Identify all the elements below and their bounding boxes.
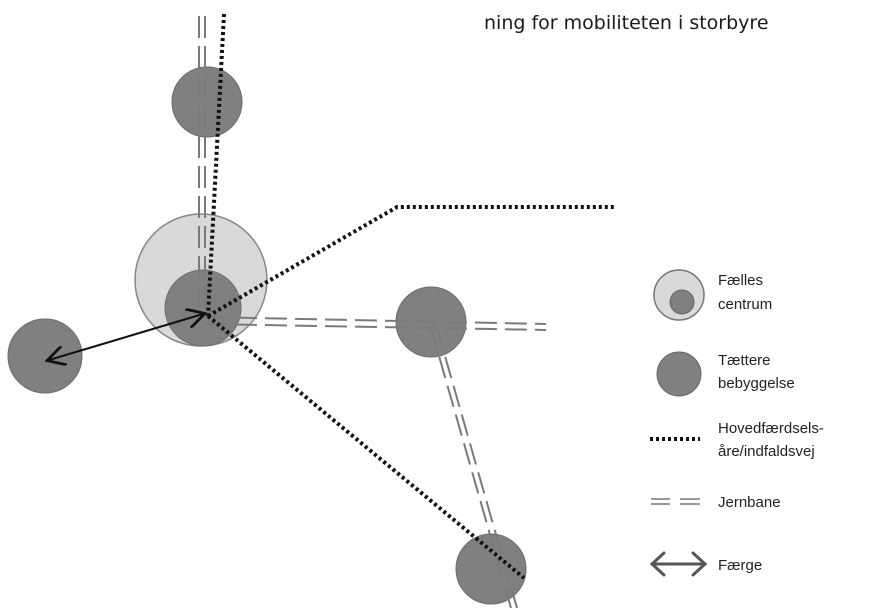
legend-dense-area-line1: Tættere bbox=[718, 352, 771, 369]
legend-railway-label: Jernbane bbox=[718, 494, 781, 511]
legend-common-center-line1: Fælles bbox=[718, 272, 763, 289]
legend: Fælles centrum Tættere bebyggelse Hovedf… bbox=[649, 269, 824, 577]
caption-fragment: ning for mobiliteten i storbyre bbox=[484, 12, 769, 34]
railway-east bbox=[204, 316, 547, 331]
dense-area-southeast bbox=[455, 533, 527, 605]
main-road-northeast bbox=[207, 205, 616, 318]
legend-main-road-line2: åre/indfaldsvej bbox=[718, 443, 815, 460]
legend-railway: Jernbane bbox=[651, 494, 781, 511]
main-roads bbox=[206, 13, 616, 580]
main-road-north bbox=[206, 13, 226, 317]
dense-area-west bbox=[7, 318, 83, 394]
legend-ferry: Færge bbox=[649, 551, 762, 577]
legend-dense-area-line2: bebyggelse bbox=[718, 375, 795, 392]
ferry-route bbox=[49, 314, 203, 360]
legend-main-road: Hovedfærdsels- åre/indfaldsvej bbox=[650, 420, 824, 460]
dense-area-center bbox=[164, 269, 242, 347]
railway-north bbox=[198, 16, 206, 316]
legend-common-center: Fælles centrum bbox=[653, 269, 772, 321]
main-road-southeast bbox=[206, 314, 526, 580]
legend-ferry-symbol bbox=[649, 551, 708, 577]
legend-ferry-label: Færge bbox=[718, 557, 762, 574]
legend-dense-area: Tættere bebyggelse bbox=[656, 351, 795, 397]
legend-main-road-line1: Hovedfærdsels- bbox=[718, 420, 824, 437]
legend-railway-symbol bbox=[651, 498, 700, 505]
legend-dense-area-symbol bbox=[656, 351, 702, 397]
dense-area-north bbox=[171, 66, 243, 138]
legend-common-center-line2: centrum bbox=[718, 296, 772, 313]
